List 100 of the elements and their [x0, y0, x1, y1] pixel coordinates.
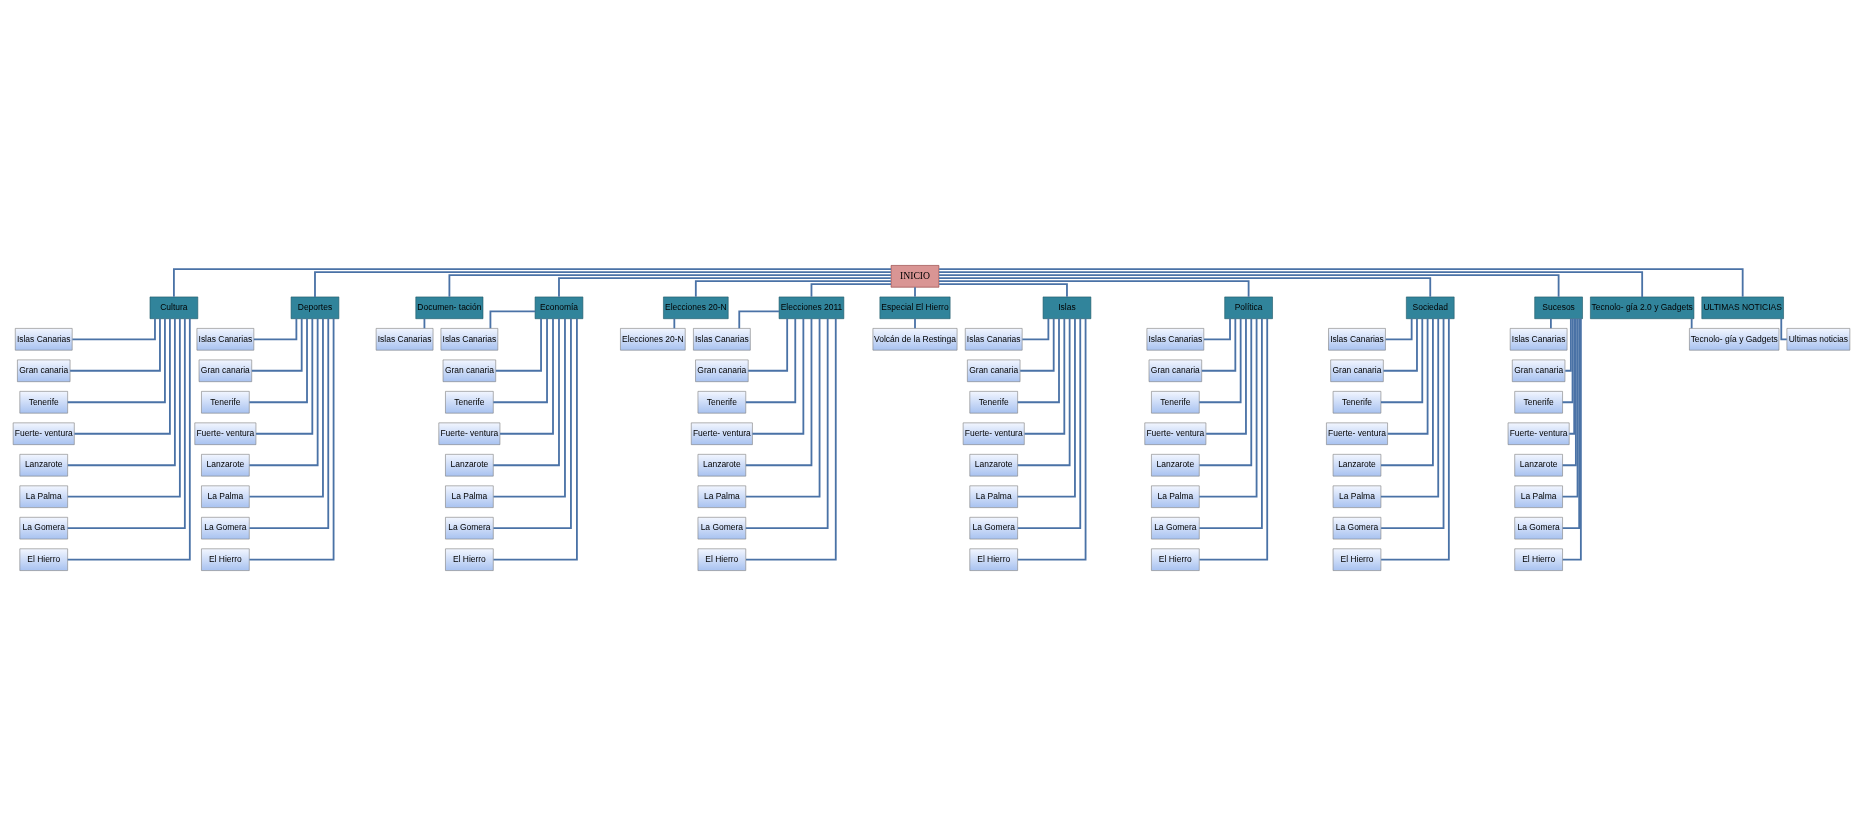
node-box: Lanzarote	[1332, 453, 1382, 476]
node-box: Islas Canarias	[440, 327, 499, 350]
node-box: La Gomera	[201, 516, 250, 539]
node-box: La Gomera	[1151, 516, 1200, 539]
node-box: La Palma	[201, 485, 250, 508]
connector	[1380, 317, 1445, 529]
connector	[744, 317, 813, 466]
node-box: Lanzarote	[697, 453, 747, 476]
node-box: Fuerte- ventura	[1507, 422, 1570, 445]
node-box: Islas	[1042, 296, 1092, 319]
connector	[1690, 317, 1693, 329]
node-box: Tenerife	[1151, 390, 1200, 413]
node-box: La Palma	[445, 485, 494, 508]
node-box: Economía	[534, 296, 584, 319]
connector	[248, 317, 308, 403]
connector	[66, 317, 186, 529]
connector	[1205, 317, 1247, 435]
connector	[745, 317, 837, 561]
node-box: Islas Canarias	[375, 327, 434, 350]
node-box: Ultimas noticias	[1786, 327, 1851, 350]
connector	[66, 317, 181, 498]
connector	[1561, 317, 1579, 498]
connector	[1564, 317, 1572, 372]
connector	[744, 317, 829, 529]
connector	[1198, 317, 1263, 529]
connector	[1016, 317, 1087, 561]
node-box: Deportes	[290, 296, 340, 319]
connector	[173, 267, 892, 298]
node-box: Política	[1224, 296, 1273, 319]
node-box: Volcán de la Restinga	[872, 327, 958, 350]
node-box: Tenerife	[697, 390, 747, 413]
connector	[558, 276, 892, 298]
node-box: El Hierro	[1332, 547, 1382, 571]
connector	[738, 310, 780, 329]
node-box: Tecnolo- gía 2.0 y Gadgets	[1590, 296, 1695, 319]
connector	[1380, 317, 1424, 403]
connector	[1023, 317, 1066, 435]
connector	[1200, 317, 1237, 372]
node-box: Gran canaria	[1512, 359, 1566, 382]
connector	[494, 317, 542, 372]
connector	[1019, 317, 1055, 372]
node-box: Tecnolo- gía y Gadgets	[1689, 327, 1780, 350]
node-box: El Hierro	[19, 547, 68, 571]
connector	[489, 310, 536, 329]
node-box: La Gomera	[969, 516, 1018, 539]
node-box: Gran canaria	[695, 359, 749, 382]
node-box: La Gomera	[697, 516, 747, 539]
connector	[751, 317, 805, 435]
node-box: INICIO	[890, 264, 940, 288]
connector	[1198, 317, 1253, 466]
node-box: Islas Canarias	[14, 327, 73, 350]
connector	[1380, 317, 1440, 498]
connector	[248, 317, 319, 466]
node-box: Fuerte- ventura	[1144, 422, 1207, 445]
connector	[1550, 317, 1552, 329]
node-box: Gran canaria	[198, 359, 252, 382]
connector	[1016, 317, 1076, 498]
connector	[69, 317, 161, 372]
connector	[248, 317, 330, 529]
node-box: Lanzarote	[1151, 453, 1200, 476]
connector	[1198, 317, 1258, 498]
node-box: Lanzarote	[969, 453, 1018, 476]
node-box: Gran canaria	[967, 359, 1021, 382]
connector	[1561, 317, 1577, 466]
node-box: Gran canaria	[442, 359, 496, 382]
node-box: Tenerife	[969, 390, 1018, 413]
connector	[492, 317, 572, 529]
connector	[938, 282, 1068, 298]
connector	[66, 317, 166, 403]
node-box: Sociedad	[1406, 296, 1455, 319]
node-box: Lanzarote	[445, 453, 494, 476]
connector	[1380, 317, 1434, 466]
node-box: El Hierro	[445, 547, 494, 571]
node-box: Lanzarote	[1514, 453, 1563, 476]
node-box: La Palma	[969, 485, 1018, 508]
connector	[492, 317, 578, 561]
connector	[1380, 317, 1450, 561]
connector	[1198, 317, 1242, 403]
node-box: El Hierro	[201, 547, 250, 571]
node-box: Fuerte- ventura	[690, 422, 753, 445]
connector	[66, 317, 176, 466]
node-box: Tenerife	[1332, 390, 1382, 413]
node-box: Islas Canarias	[1146, 327, 1205, 350]
connector	[914, 285, 916, 298]
connector	[938, 267, 1744, 298]
node-box: El Hierro	[969, 547, 1018, 571]
node-box: La Gomera	[445, 516, 494, 539]
node-box: Lanzarote	[201, 453, 250, 476]
connector	[938, 270, 1644, 298]
node-box: Fuerte- ventura	[1326, 422, 1388, 445]
connector	[1780, 317, 1788, 340]
connector	[938, 279, 1250, 298]
connector	[255, 317, 314, 435]
node-box: Documen- tación	[415, 296, 484, 319]
node-box: Tenerife	[19, 390, 68, 413]
connector	[73, 317, 171, 435]
connector	[492, 317, 566, 498]
node-box: Gran canaria	[1330, 359, 1384, 382]
node-box: Cultura	[149, 296, 199, 319]
node-box: La Palma	[19, 485, 68, 508]
